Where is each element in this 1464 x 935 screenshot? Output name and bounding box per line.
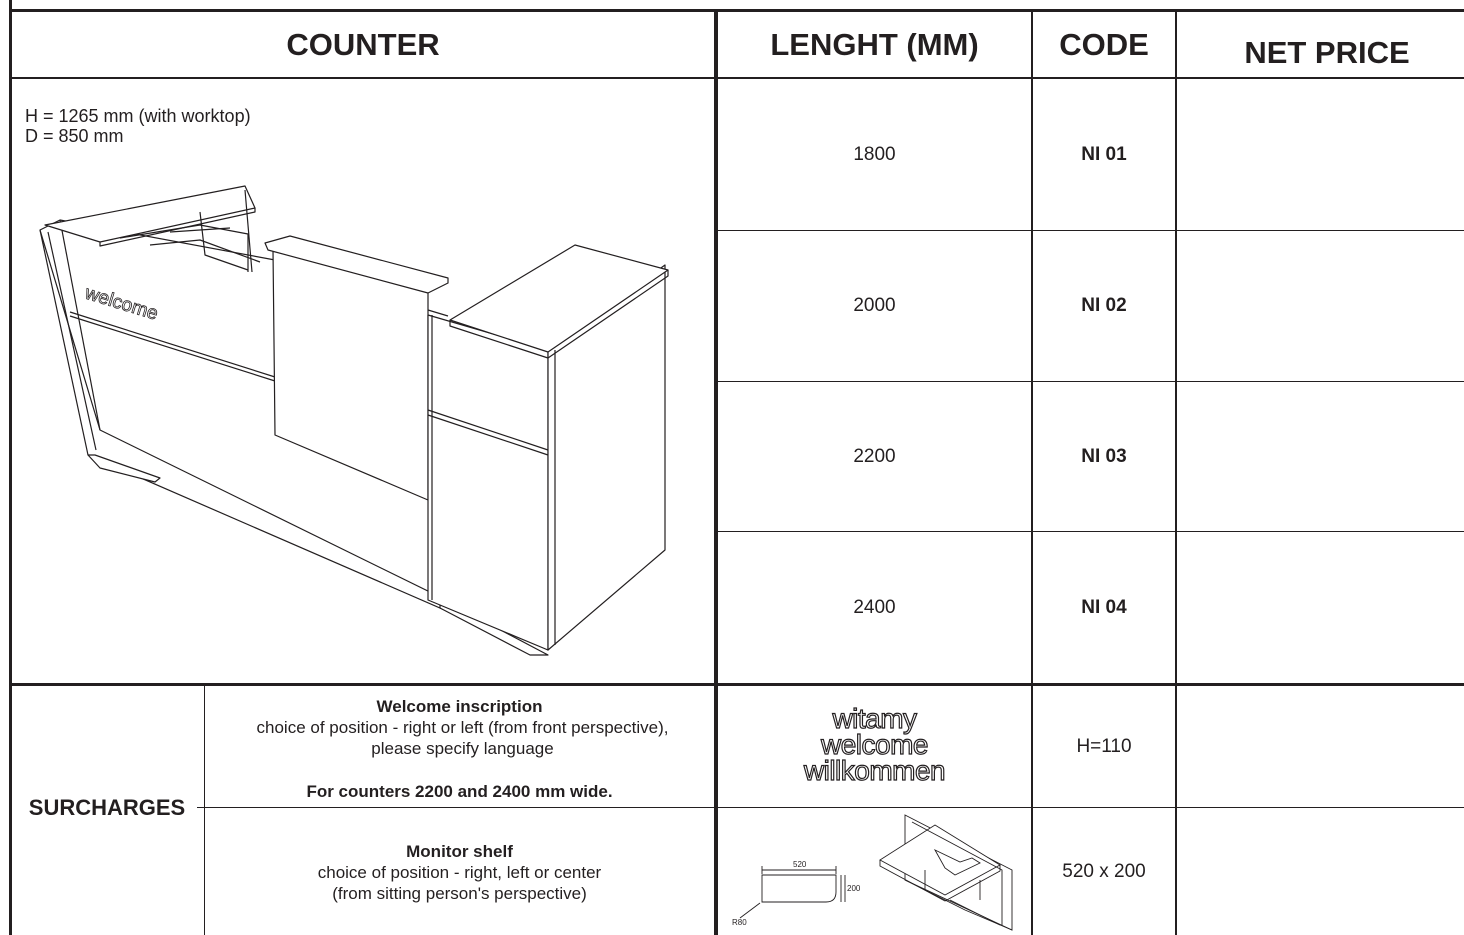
row-divider-3 (716, 531, 1464, 532)
shelf-dim-width: 520 (793, 860, 807, 869)
surcharge-welcome-price (1177, 686, 1464, 807)
surcharges-label-divider (204, 685, 205, 935)
inscription-word-witamy: witamy (832, 703, 918, 734)
surcharge-shelf-title: Monitor shelf (406, 842, 513, 861)
surcharge-shelf-line1: choice of position - right, left or cent… (317, 863, 602, 882)
surcharge-welcome-code: H=110 (1076, 735, 1132, 757)
header-counter: COUNTER (286, 26, 440, 62)
row-3-price (1177, 382, 1464, 531)
surcharge-shelf-description: choice of position - right, left or cent… (205, 862, 714, 904)
column-divider-price (1175, 9, 1177, 935)
row-divider-1 (716, 230, 1464, 231)
surcharge-welcome-description: choice of position - right or left (from… (200, 717, 725, 759)
row-3-code: NI 03 (1081, 445, 1127, 467)
row-2-code: NI 02 (1081, 295, 1127, 316)
inscription-word-willkommen: willkommen (803, 755, 946, 786)
row-2-length: 2000 (853, 295, 896, 316)
row-3-length: 2200 (853, 445, 896, 467)
surcharge-welcome-title: Welcome inscription (376, 697, 543, 716)
left-border (9, 0, 12, 935)
row-1-length: 1800 (853, 143, 896, 165)
row-4-code: NI 04 (1081, 596, 1127, 618)
spec-depth: D = 850 mm (25, 126, 124, 146)
surcharges-row-divider (204, 807, 1464, 808)
surcharges-top-line (9, 683, 1464, 686)
row-1-price (1177, 79, 1464, 230)
header-bottom-line (9, 77, 1464, 79)
header-net-price: NET PRICE (1244, 34, 1410, 70)
surcharge-welcome-line2: please specify language (371, 739, 554, 758)
surcharge-shelf-code: 520 x 200 (1062, 860, 1146, 882)
top-border (9, 9, 1464, 12)
column-divider-code (1031, 9, 1033, 935)
row-1-code: NI 01 (1081, 143, 1127, 165)
row-4-length: 2400 (853, 596, 896, 618)
surcharge-welcome-line1: choice of position - right or left (from… (256, 718, 669, 737)
inscription-words-image: witamy welcome willkommen (718, 703, 1031, 786)
row-4-price (1177, 532, 1464, 683)
inscription-word-welcome: welcome (820, 729, 929, 760)
surcharge-shelf-line2: (from sitting person's perspective) (332, 884, 587, 903)
surcharge-welcome-note: For counters 2200 and 2400 mm wide. (306, 782, 613, 801)
surcharge-shelf-price (1177, 808, 1464, 935)
row-divider-2 (716, 381, 1464, 382)
spec-height: H = 1265 mm (with worktop) (25, 106, 251, 126)
reception-counter-drawing: welcome (12, 180, 712, 680)
column-divider-main (714, 9, 718, 935)
row-2-price (1177, 231, 1464, 381)
surcharges-label: SURCHARGES (28, 795, 186, 820)
shelf-dim-radius: R80 (732, 918, 747, 927)
surcharges-label-tick (197, 807, 205, 808)
monitor-shelf-drawing: 520 200 R80 (732, 808, 1031, 935)
shelf-dim-height: 200 (847, 884, 861, 893)
header-code: CODE (1059, 26, 1149, 62)
header-length: LENGHT (MM) (770, 26, 979, 62)
